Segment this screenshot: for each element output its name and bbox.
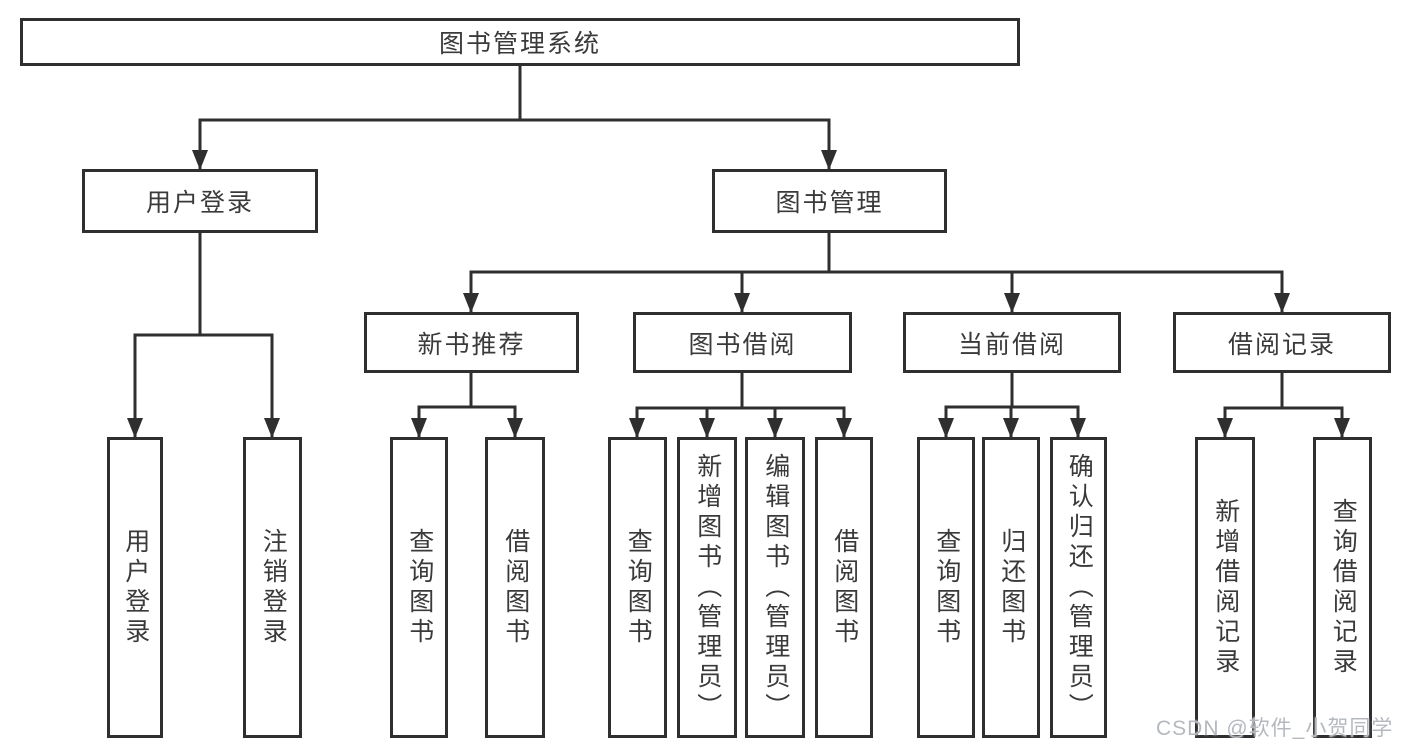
connector-book-borrow-to-leaves xyxy=(629,371,852,439)
node-current-borrowing-label: 当前借阅 xyxy=(957,330,1066,359)
node-book-borrowing-label: 图书借阅 xyxy=(688,330,797,359)
leaf-confirm-return-admin: 确认归还（管理员） xyxy=(1050,437,1107,738)
leaf-borrow-books-recommend: 借阅图书 xyxy=(485,437,545,738)
node-user-login-module: 用户登录 xyxy=(82,169,318,233)
connector-book-mgmt-to-modules xyxy=(463,231,1290,314)
connector-user-login-to-leaves xyxy=(127,231,280,439)
node-book-management-module: 图书管理 xyxy=(712,169,947,233)
leaf-query-books-recommend-label: 查询图书 xyxy=(405,527,434,648)
leaf-user-login: 用户登录 xyxy=(107,437,163,738)
leaf-user-login-label: 用户登录 xyxy=(121,527,150,648)
leaf-query-books-borrowing: 查询图书 xyxy=(608,437,667,738)
leaf-add-borrow-record-label: 新增借阅记录 xyxy=(1211,497,1240,678)
leaf-logout-label: 注销登录 xyxy=(259,527,288,648)
csdn-watermark: CSDN @软件_小贺同学 xyxy=(1156,717,1394,740)
node-borrowing-records: 借阅记录 xyxy=(1173,312,1391,373)
node-book-management-module-label: 图书管理 xyxy=(775,189,884,217)
node-book-borrowing: 图书借阅 xyxy=(633,312,852,373)
leaf-borrow-books-borrowing: 借阅图书 xyxy=(815,437,873,738)
node-user-login-module-label: 用户登录 xyxy=(145,189,254,217)
leaf-borrow-books-borrowing-label: 借阅图书 xyxy=(830,527,859,648)
leaf-return-books: 归还图书 xyxy=(982,437,1040,738)
leaf-add-books-admin: 新增图书（管理员） xyxy=(677,437,737,738)
leaf-confirm-return-admin-label: 确认归还（管理员） xyxy=(1065,452,1094,723)
leaf-query-books-borrowing-label: 查询图书 xyxy=(624,527,653,648)
leaf-query-borrow-record: 查询借阅记录 xyxy=(1313,437,1372,738)
leaf-query-books-current: 查询图书 xyxy=(917,437,975,738)
leaf-query-books-current-label: 查询图书 xyxy=(932,527,961,648)
leaf-add-books-admin-label: 新增图书（管理员） xyxy=(693,452,722,723)
node-new-book-recommend-label: 新书推荐 xyxy=(417,330,526,359)
leaf-edit-books-admin-label: 编辑图书（管理员） xyxy=(761,452,790,723)
connector-borrow-record-to-leaves xyxy=(1217,371,1350,439)
connector-root-to-branches xyxy=(192,64,837,171)
leaf-logout: 注销登录 xyxy=(243,437,302,738)
leaf-add-borrow-record: 新增借阅记录 xyxy=(1195,437,1255,738)
node-root-system: 图书管理系统 xyxy=(20,18,1020,66)
leaf-return-books-label: 归还图书 xyxy=(997,527,1026,648)
node-borrowing-records-label: 借阅记录 xyxy=(1227,330,1336,359)
node-new-book-recommend: 新书推荐 xyxy=(364,312,579,373)
connector-current-borrow-to-leaves xyxy=(938,371,1086,439)
leaf-borrow-books-recommend-label: 借阅图书 xyxy=(501,527,530,648)
node-root-system-label: 图书管理系统 xyxy=(438,30,601,58)
leaf-query-books-recommend: 查询图书 xyxy=(390,437,448,738)
connector-new-books-to-leaves xyxy=(411,371,523,439)
leaf-edit-books-admin: 编辑图书（管理员） xyxy=(745,437,805,738)
node-current-borrowing: 当前借阅 xyxy=(903,312,1121,373)
leaf-query-borrow-record-label: 查询借阅记录 xyxy=(1329,497,1358,678)
